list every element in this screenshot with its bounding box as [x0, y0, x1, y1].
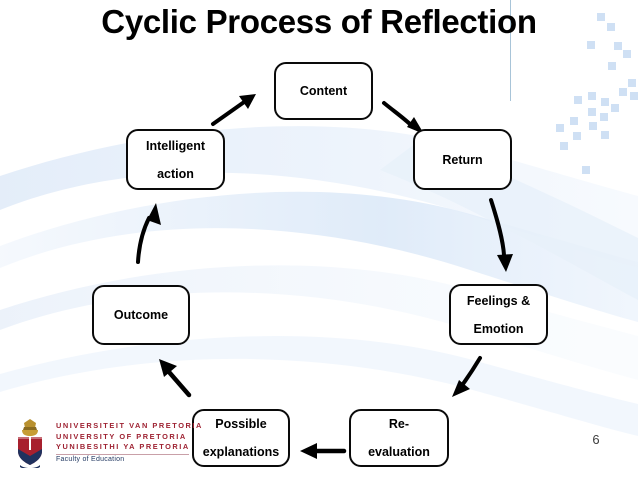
node-possible-explanations-label: Possible explanations	[195, 417, 287, 459]
node-outcome[interactable]: Outcome	[92, 285, 190, 345]
node-outcome-label: Outcome	[113, 308, 169, 322]
arrow-content-to-return	[382, 101, 424, 134]
arrow-intelligent-to-content	[211, 94, 256, 126]
logo-line-english: UNIVERSITY OF PRETORIA	[56, 431, 187, 441]
page-number: 6	[592, 432, 600, 447]
arrow-feelings-to-reevaluation	[452, 356, 482, 397]
arrow-reevaluation-to-possible	[300, 443, 347, 459]
node-reevaluation-line1: Re-	[388, 417, 410, 431]
node-possible-line2: explanations	[202, 445, 280, 459]
university-logo: UNIVERSITEIT VAN PRETORIA UNIVERSITY OF …	[10, 414, 201, 470]
node-feelings-line1: Feelings &	[466, 293, 531, 308]
node-possible-explanations[interactable]: Possible explanations	[192, 409, 290, 467]
vertical-rule-decoration	[510, 0, 511, 101]
arrow-outcome-to-intelligent	[136, 203, 161, 264]
node-feelings-emotion[interactable]: Feelings & Emotion	[449, 284, 548, 345]
node-content[interactable]: Content	[274, 62, 373, 120]
logo-line-zulu: YUNIBESITHI YA PRETORIA	[56, 442, 190, 452]
arrow-possible-to-outcome	[159, 359, 192, 398]
node-return[interactable]: Return	[413, 129, 512, 190]
logo-line-afrikaans: UNIVERSITEIT VAN PRETORIA	[56, 421, 203, 431]
arrow-return-to-feelings	[489, 198, 513, 272]
node-return-label: Return	[442, 152, 483, 167]
node-intelligent-line1: Intelligent	[145, 138, 206, 153]
node-feelings-emotion-label: Feelings & Emotion	[459, 294, 538, 336]
node-content-label: Content	[299, 84, 348, 98]
node-reevaluation-line2: evaluation	[368, 445, 430, 459]
node-intelligent-line2: action	[157, 166, 194, 181]
page-title: Cyclic Process of Reflection	[101, 3, 537, 40]
university-crest-icon	[18, 419, 42, 468]
node-reevaluation[interactable]: Re-evaluation	[349, 409, 449, 467]
node-intelligent-action-label: Intelligent action	[138, 139, 213, 181]
node-feelings-line2: Emotion	[473, 321, 524, 336]
node-intelligent-action[interactable]: Intelligent action	[126, 129, 225, 190]
logo-faculty-label: Faculty of Education	[56, 455, 125, 463]
node-possible-line1: Possible	[215, 417, 267, 431]
logo-divider	[56, 453, 189, 455]
node-reevaluation-label: Re-evaluation	[360, 417, 438, 459]
university-logo-text: UNIVERSITEIT VAN PRETORIA UNIVERSITY OF …	[56, 421, 203, 463]
